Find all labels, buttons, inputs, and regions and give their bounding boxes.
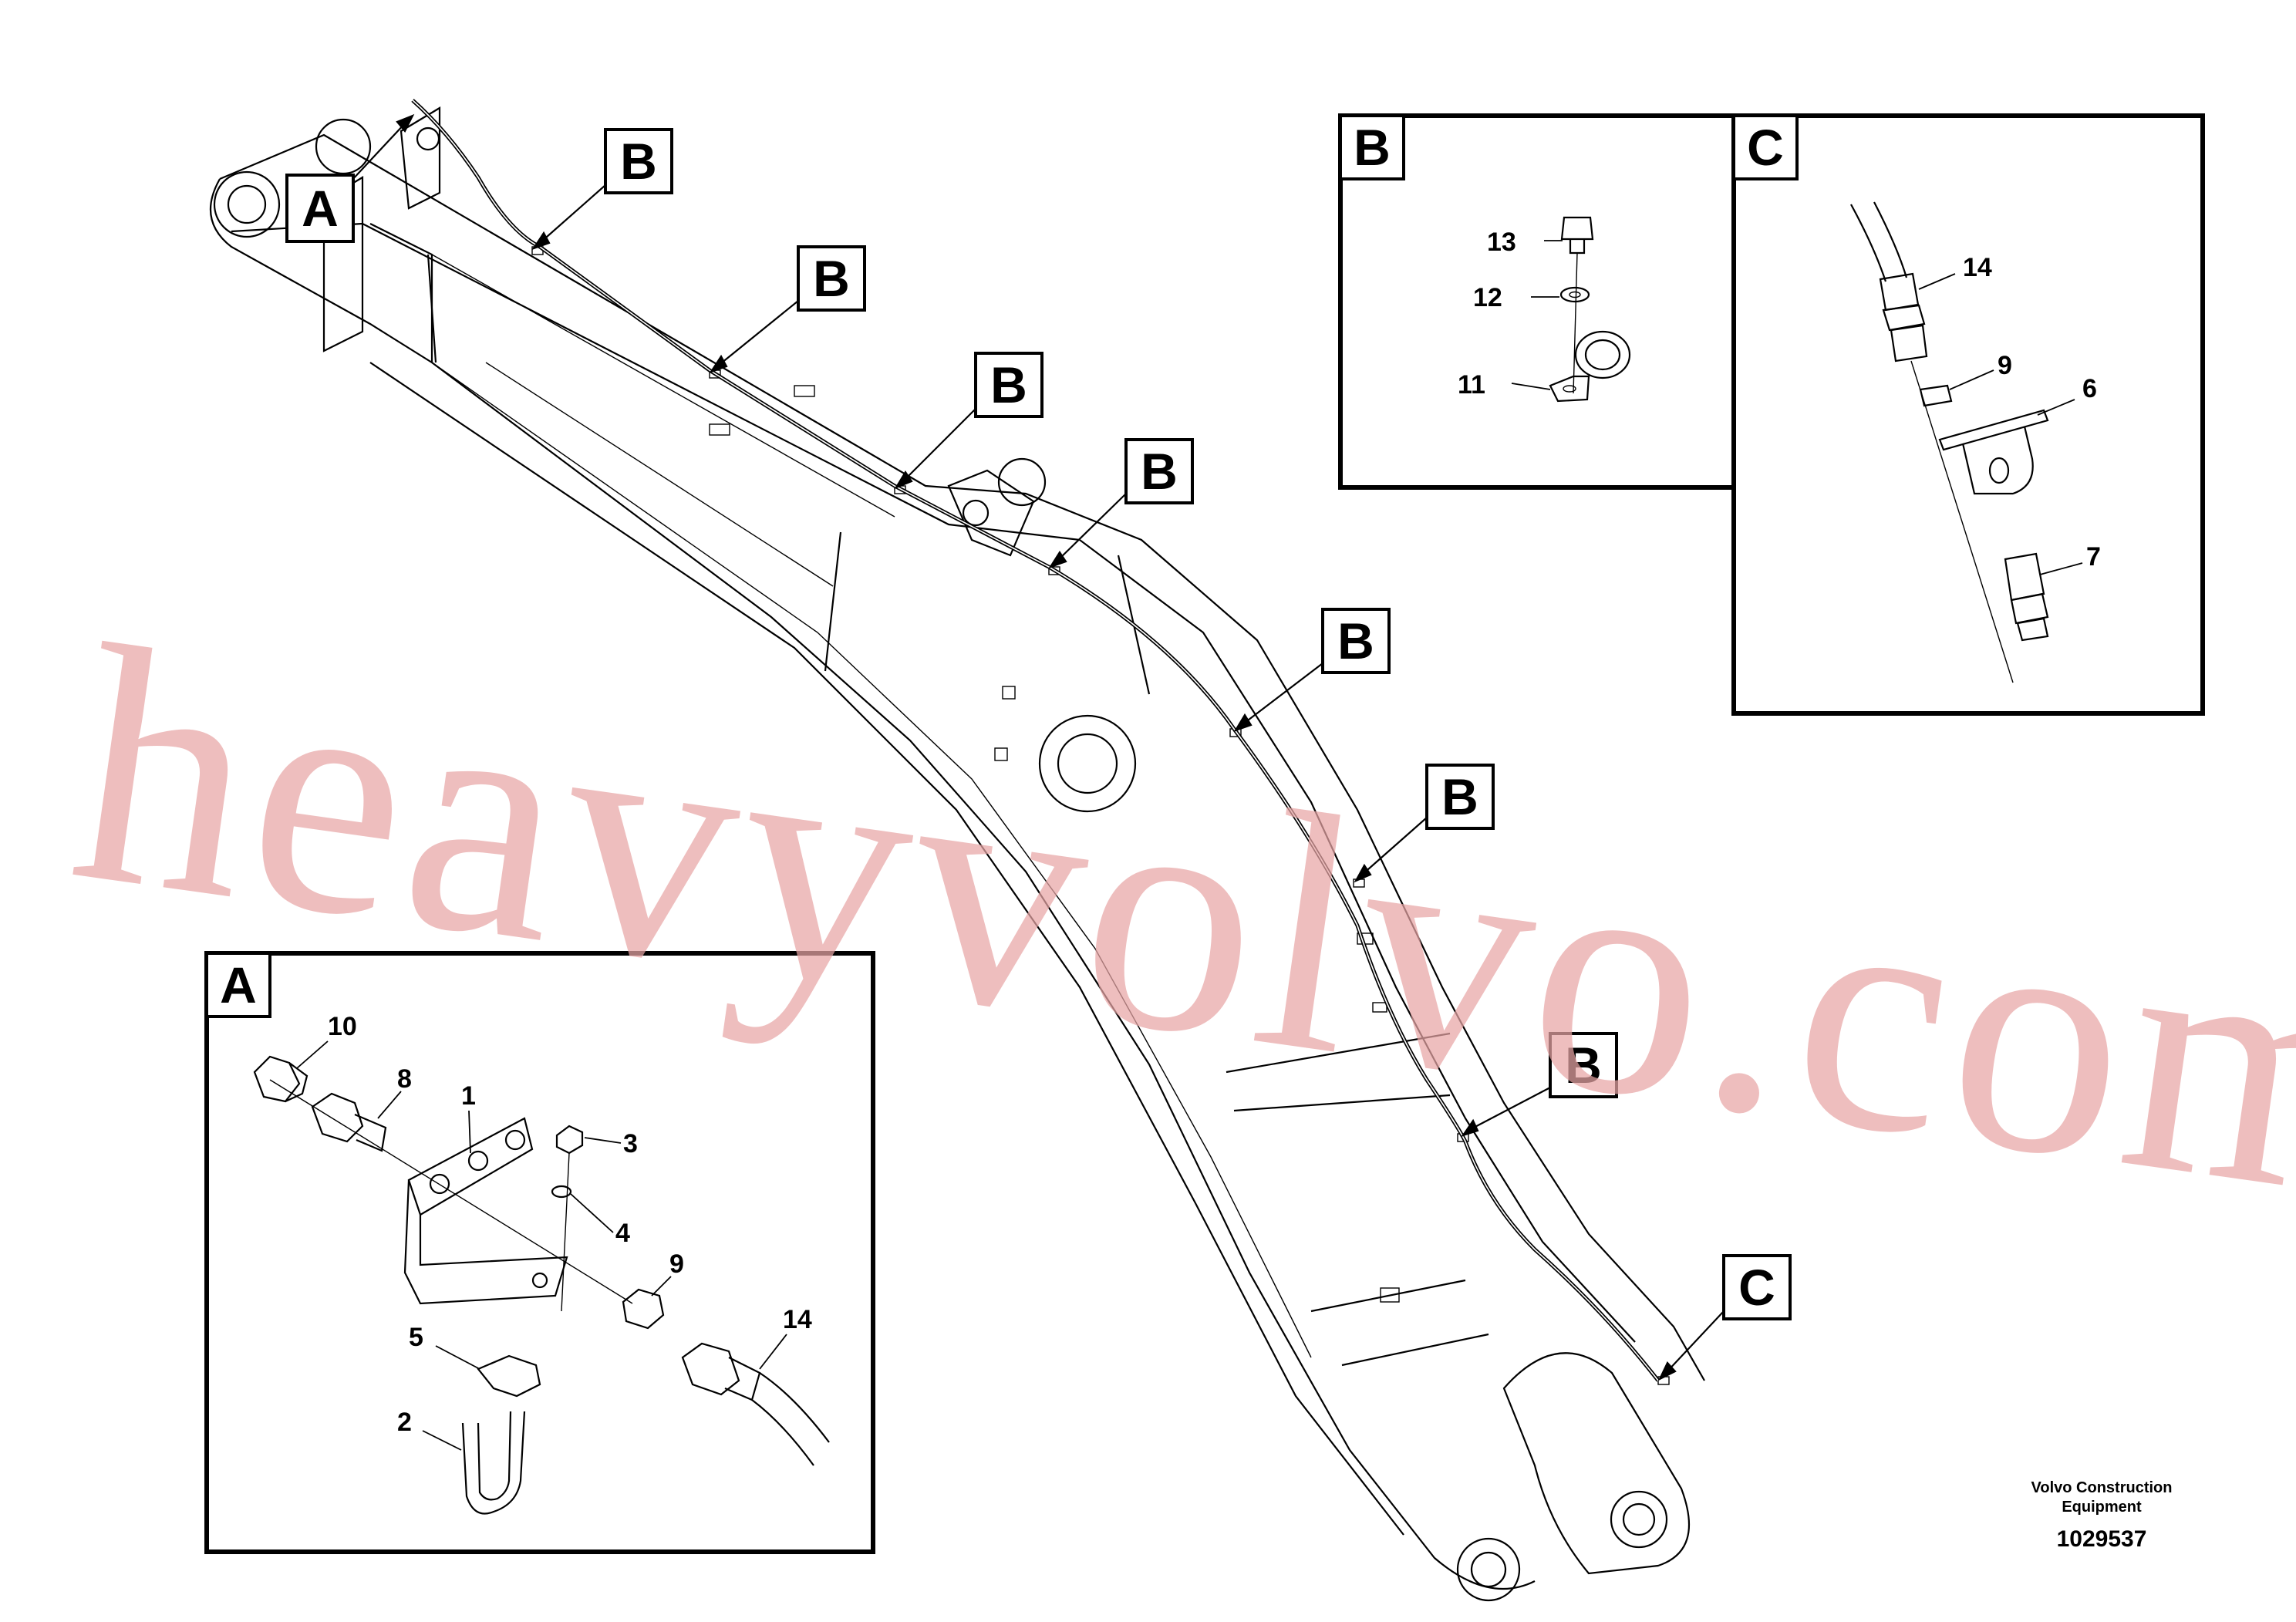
svg-text:4: 4 <box>615 1219 630 1248</box>
svg-text:9: 9 <box>669 1249 684 1279</box>
svg-text:B: B <box>1141 443 1178 500</box>
callout-b-7: B <box>1549 1032 1618 1098</box>
boom-structure <box>209 106 1705 1602</box>
svg-text:9: 9 <box>1998 351 2012 380</box>
cap-nut-part <box>253 1055 308 1103</box>
credit-line-1: Volvo Construction <box>2031 1479 2173 1496</box>
detail-c-panel: C 14 9 6 <box>1731 113 2205 716</box>
callout-b-4: B <box>1124 438 1194 504</box>
svg-text:2: 2 <box>397 1408 412 1437</box>
svg-text:A: A <box>220 956 257 1013</box>
callout-b-2: B <box>797 245 866 312</box>
clamp-part <box>1549 330 1631 403</box>
svg-text:B: B <box>1565 1037 1602 1094</box>
clip-part <box>477 1354 541 1398</box>
svg-text:14: 14 <box>1963 253 1992 282</box>
callout-leaders <box>350 113 1725 1381</box>
svg-text:A: A <box>302 180 339 237</box>
hose-line-inner <box>412 99 1659 1381</box>
detail-a-panel: A <box>204 951 875 1554</box>
document-number: 1029537 <box>2057 1526 2147 1552</box>
svg-text:B: B <box>1354 119 1391 176</box>
svg-text:5: 5 <box>409 1323 423 1352</box>
screw-part <box>555 1125 584 1155</box>
nut-part <box>1919 384 1953 407</box>
svg-text:14: 14 <box>783 1305 812 1334</box>
svg-text:B: B <box>1441 768 1478 825</box>
detail-b-panel: B 13 12 11 <box>1338 113 1736 490</box>
callout-b-6: B <box>1425 764 1495 830</box>
hose-fitting-part <box>1879 272 1928 363</box>
svg-text:C: C <box>1747 119 1784 176</box>
svg-text:B: B <box>813 250 850 307</box>
svg-text:10: 10 <box>328 1012 357 1041</box>
washer-part <box>551 1185 572 1199</box>
hose-fitting-part <box>681 1342 830 1466</box>
u-bolt-part <box>461 1411 526 1515</box>
svg-text:6: 6 <box>2082 374 2097 403</box>
callout-b-3: B <box>974 352 1043 418</box>
svg-text:1: 1 <box>461 1081 476 1111</box>
callout-a-main: A <box>285 174 355 243</box>
nut-part <box>622 1288 665 1330</box>
svg-text:B: B <box>1337 612 1374 669</box>
svg-text:8: 8 <box>397 1064 412 1094</box>
bracket-part <box>1938 409 2049 495</box>
svg-text:3: 3 <box>623 1129 638 1158</box>
callout-b-1: B <box>604 128 673 194</box>
callout-b-5: B <box>1321 608 1391 674</box>
svg-text:C: C <box>1738 1259 1775 1316</box>
svg-text:7: 7 <box>2086 542 2101 572</box>
svg-text:B: B <box>620 133 657 190</box>
svg-text:13: 13 <box>1487 228 1516 257</box>
adapter-part <box>311 1092 387 1152</box>
callout-c-main: C <box>1722 1254 1792 1320</box>
adapter-part <box>2004 552 2049 642</box>
washer-part <box>1559 286 1590 303</box>
svg-text:11: 11 <box>1458 370 1485 400</box>
credit-line-2: Equipment <box>2062 1499 2142 1516</box>
svg-text:12: 12 <box>1473 283 1502 312</box>
bracket-part <box>403 1117 568 1305</box>
svg-text:B: B <box>990 356 1027 413</box>
